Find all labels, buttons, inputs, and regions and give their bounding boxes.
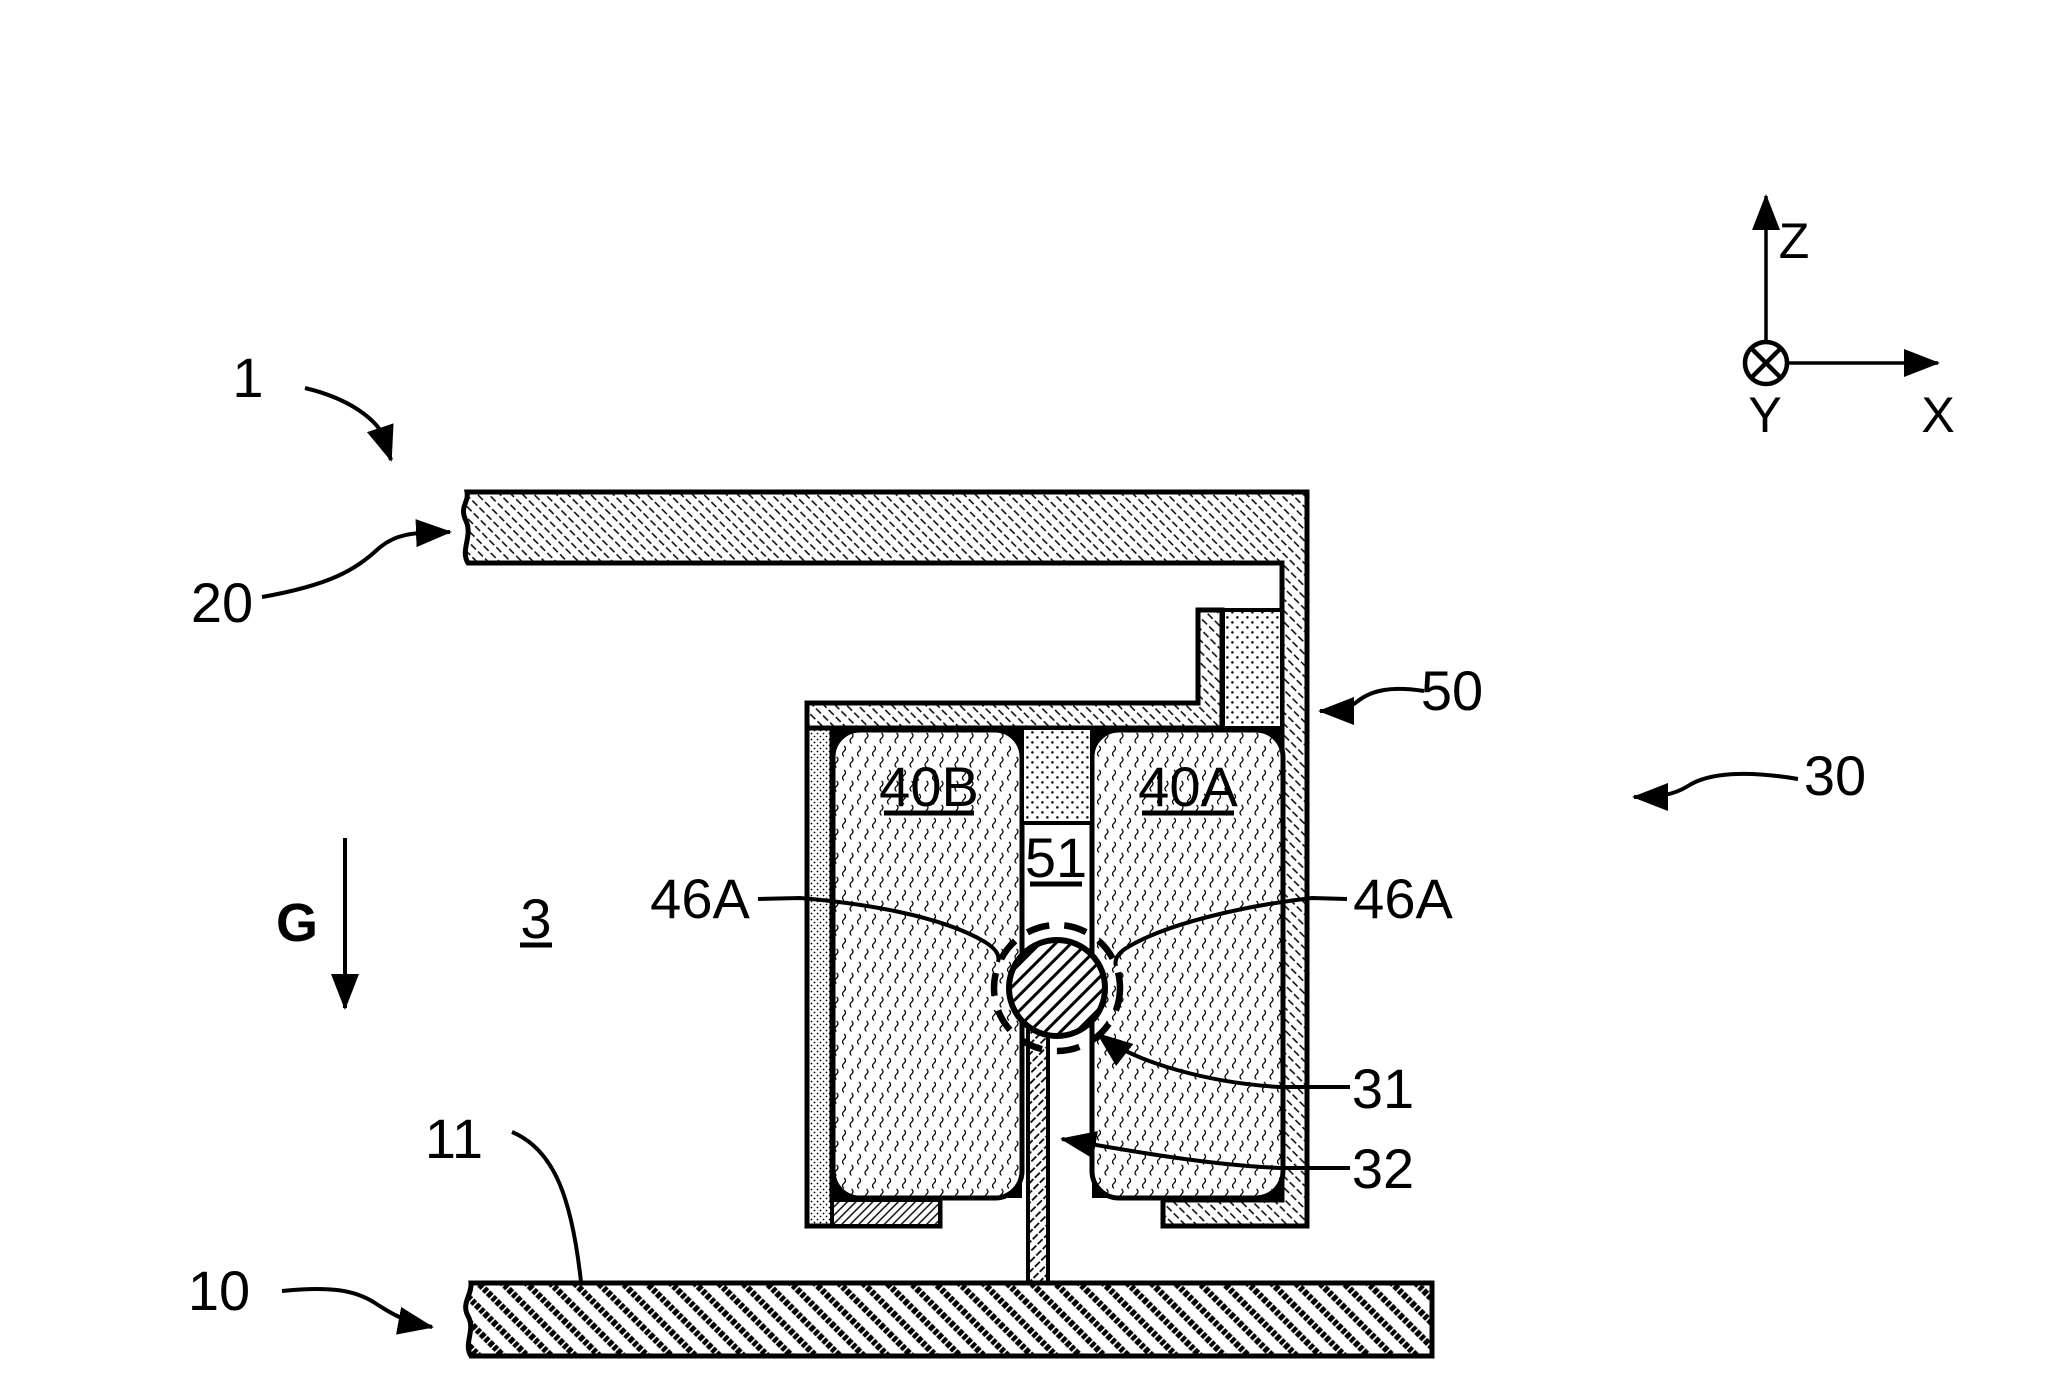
axis-x-label: X (1921, 387, 1954, 443)
bracket-50-top-wall (804, 607, 1225, 731)
bracket-50-left-foot (830, 1198, 942, 1228)
ref-label-46a-right: 46A (1353, 867, 1453, 930)
leader-10 (281, 1286, 434, 1335)
axis-y-cross-2 (1749, 346, 1783, 380)
leader-1 (304, 386, 394, 462)
ref-label-32: 32 (1352, 1137, 1414, 1200)
gravity-label: G (276, 893, 318, 953)
spacer-block-upper (1221, 608, 1284, 730)
ref-label-51: 51 (1025, 826, 1087, 889)
weld-circle-46a (990, 921, 1124, 1055)
leader-20 (261, 519, 452, 599)
axis-y-label: Y (1748, 387, 1781, 443)
ref-label-20: 20 (191, 571, 253, 634)
leader-46a-right (1113, 895, 1348, 967)
leader-31 (1096, 1032, 1350, 1089)
ref-label-3: 3 (520, 887, 551, 950)
leader-46a-left (757, 895, 1001, 963)
ref-label-30: 30 (1804, 744, 1866, 807)
axis-indicator (1742, 194, 1940, 387)
spacer-block-51 (1020, 726, 1094, 825)
ref-label-40b: 40B (879, 755, 979, 818)
base-10 (463, 1280, 1435, 1359)
ball-31 (1006, 937, 1108, 1039)
ref-label-1: 1 (232, 346, 263, 409)
ref-label-46a-left: 46A (650, 867, 750, 930)
leader-50 (1318, 686, 1425, 725)
ref-label-31: 31 (1352, 1057, 1414, 1120)
axis-z-label: Z (1779, 213, 1810, 269)
axis-y-origin-icon (1742, 339, 1790, 387)
leader-11 (511, 1130, 583, 1283)
ref-label-11: 11 (425, 1107, 483, 1170)
leader-30 (1632, 771, 1799, 811)
leader-32 (1060, 1131, 1350, 1170)
ref-label-40a: 40A (1138, 755, 1238, 818)
ref-label-50: 50 (1421, 659, 1483, 722)
ref-label-10: 10 (188, 1259, 250, 1322)
